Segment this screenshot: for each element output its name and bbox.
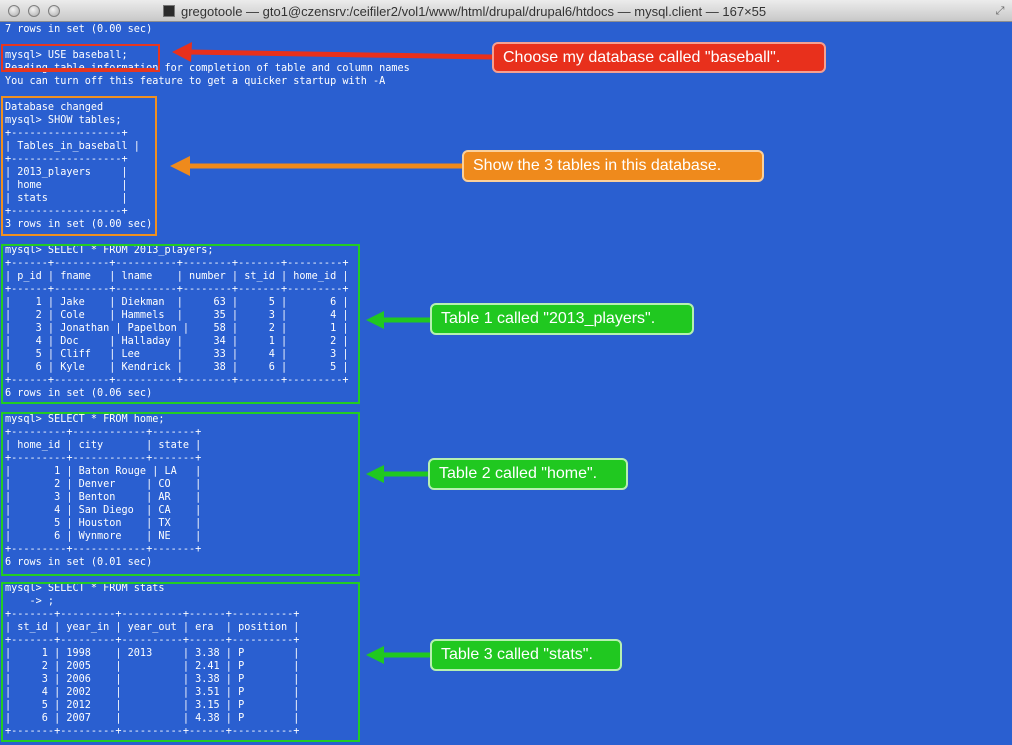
terminal-line: 7 rows in set (0.00 sec) [5,24,153,35]
terminal-line: | stats | [5,193,128,204]
terminal-line: | 4 | 2002 | | 3.51 | P | [5,687,300,698]
terminal-line: +------+---------+----------+--------+--… [5,375,349,386]
terminal-app-icon [163,5,175,17]
terminal-line: +------------------+ [5,206,128,217]
terminal-line [5,400,1005,413]
terminal-line: | 2013_players | [5,167,128,178]
terminal-line: +---------+------------+-------+ [5,427,202,438]
close-button-icon[interactable] [8,5,20,17]
terminal-line: +------+---------+----------+--------+--… [5,284,349,295]
terminal-line: 3 rows in set (0.00 sec) [5,219,153,230]
terminal-line: +------+---------+----------+--------+--… [5,258,349,269]
minimize-button-icon[interactable] [28,5,40,17]
terminal-line: | st_id | year_in | year_out | era | pos… [5,622,300,633]
terminal-line: | 6 | Wynmore | NE | [5,531,202,542]
terminal-line: mysql> SELECT * FROM 2013_players; [5,245,214,256]
terminal-line: | 5 | 2012 | | 3.15 | P | [5,700,300,711]
terminal-line: mysql> USE baseball; [5,50,128,61]
terminal-line: +-------+---------+----------+------+---… [5,609,300,620]
terminal-line: | 6 | 2007 | | 4.38 | P | [5,713,300,724]
terminal-line: +---------+------------+-------+ [5,544,202,555]
terminal-line: | Tables_in_baseball | [5,141,140,152]
terminal-line: mysql> SELECT * FROM stats [5,583,165,594]
title-bar[interactable]: gregotoole — gto1@czensrv:/ceifiler2/vol… [0,0,1012,22]
terminal-line: -> ; [5,596,55,607]
terminal-line: | 1 | Jake | Diekman | 63 | 5 | 6 | [5,297,349,308]
terminal-line: | 5 | Houston | TX | [5,518,202,529]
terminal-line: 6 rows in set (0.01 sec) [5,557,153,568]
terminal-line: | 3 | Benton | AR | [5,492,202,503]
terminal-line: | home_id | city | state | [5,440,202,451]
terminal-output[interactable]: 7 rows in set (0.00 sec) mysql> USE baseb… [5,23,1005,738]
terminal-line: | 6 | Kyle | Kendrick | 38 | 6 | 5 | [5,362,349,373]
terminal-line: +---------+------------+-------+ [5,453,202,464]
terminal-line: You can turn off this feature to get a q… [5,76,386,87]
terminal-line: | p_id | fname | lname | number | st_id … [5,271,349,282]
terminal-line: | 3 | Jonathan | Papelbon | 58 | 2 | 1 | [5,323,349,334]
terminal-line: | 3 | 2006 | | 3.38 | P | [5,674,300,685]
callout-show-tables: Show the 3 tables in this database. [462,150,764,182]
callout-table-3: Table 3 called "stats". [430,639,622,671]
terminal-line: | 5 | Cliff | Lee | 33 | 4 | 3 | [5,349,349,360]
terminal-line: mysql> SHOW tables; [5,115,122,126]
window-title: gregotoole — gto1@czensrv:/ceifiler2/vol… [181,4,767,19]
terminal-line: | 2 | Denver | CO | [5,479,202,490]
callout-table-2: Table 2 called "home". [428,458,628,490]
terminal-line: +-------+---------+----------+------+---… [5,635,300,646]
terminal-line: mysql> SELECT * FROM home; [5,414,165,425]
terminal-line: Database changed [5,102,104,113]
terminal-line: | 4 | Doc | Halladay | 34 | 1 | 2 | [5,336,349,347]
terminal-line: +------------------+ [5,128,128,139]
terminal-line: | home | [5,180,128,191]
terminal-line [5,231,1005,244]
zoom-button-icon[interactable] [48,5,60,17]
terminal-line [5,88,1005,101]
callout-choose-database: Choose my database called "baseball". [492,42,826,73]
fullscreen-icon[interactable]: ⤢ [995,4,1005,17]
terminal-line: | 2 | Cole | Hammels | 35 | 3 | 4 | [5,310,349,321]
terminal-line [5,569,1005,582]
terminal-line: | 1 | 1998 | 2013 | 3.38 | P | [5,648,300,659]
terminal-line: 6 rows in set (0.06 sec) [5,388,153,399]
terminal-line: +------------------+ [5,154,128,165]
terminal-line: | 4 | San Diego | CA | [5,505,202,516]
terminal-line: | 2 | 2005 | | 2.41 | P | [5,661,300,672]
callout-table-1: Table 1 called "2013_players". [430,303,694,335]
terminal-line: +-------+---------+----------+------+---… [5,726,300,737]
terminal-line: | 1 | Baton Rouge | LA | [5,466,202,477]
